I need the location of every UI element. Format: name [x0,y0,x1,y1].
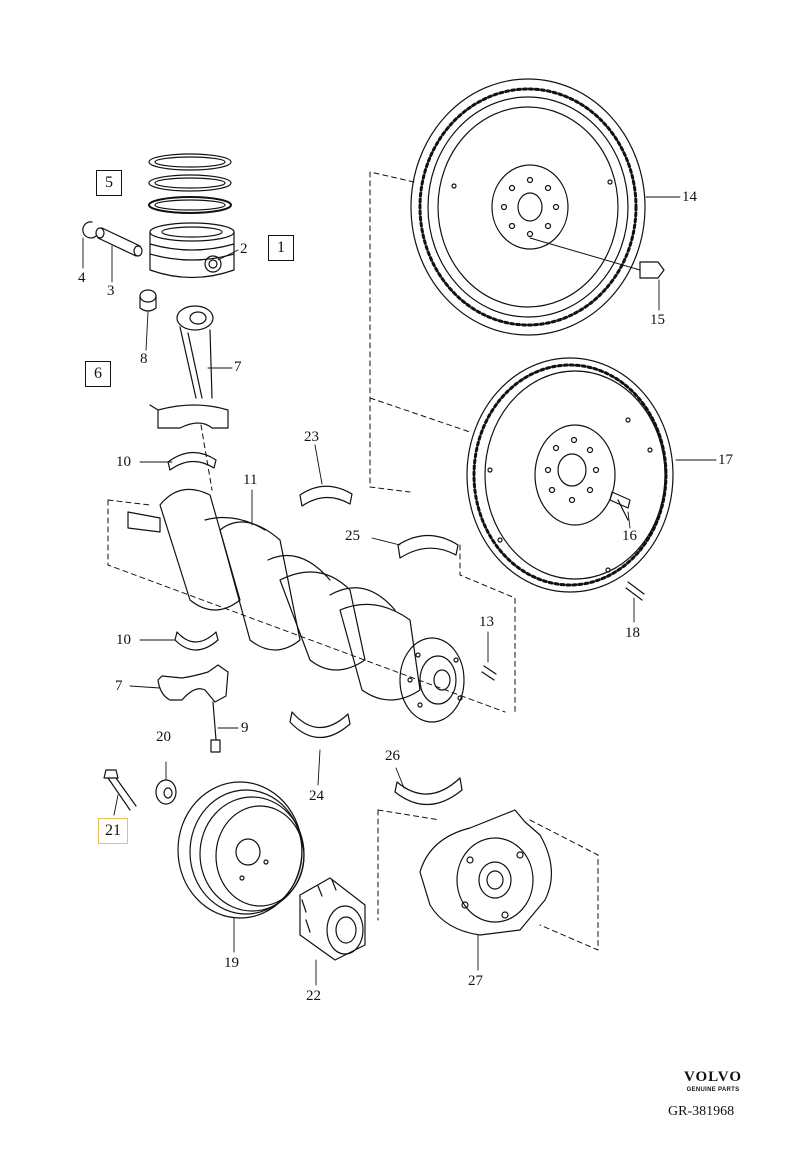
connecting-rod [150,306,228,428]
callout-14: 14 [682,189,697,205]
bearing-shell-24 [290,712,350,738]
diagram-reference-number: GR-381968 [668,1104,735,1119]
rod-bolt [211,702,220,752]
callout-24: 24 [309,788,324,804]
callout-26: 26 [385,748,400,764]
bearing-shell-26 [395,778,462,805]
callout-10-lower: 10 [116,632,131,648]
callout-9: 9 [241,720,249,736]
callout-27: 27 [468,973,483,989]
callout-7-upper: 7 [234,359,242,375]
dowel-pin-18 [626,582,644,600]
callout-7-lower: 7 [115,678,123,694]
bearing-shell-10-upper [168,452,216,470]
pulley-washer [156,780,176,804]
callout-20: 20 [156,729,171,745]
rod-cap [158,665,228,702]
callout-10-upper: 10 [116,454,131,470]
callout-15: 15 [650,312,665,328]
crank-pulley [178,782,304,918]
piston-pin [96,228,142,256]
bearing-shell-10-lower [175,632,218,650]
flywheel-dual-mass [411,79,645,335]
callout-21-highlighted[interactable]: 21 [98,818,128,844]
flywheel [467,358,673,592]
callout-2: 2 [240,241,248,257]
leader-lines [83,197,716,985]
callout-13: 13 [479,614,494,630]
callout-1: 1 [268,235,294,261]
volvo-logo-text: VOLVO [683,1069,743,1085]
callout-19: 19 [224,955,239,971]
bushing [140,290,156,311]
bearing-shell-23 [300,486,352,506]
callout-17: 17 [718,452,733,468]
piston [150,223,234,278]
oil-pump [420,810,551,935]
dowel-pin-13 [482,666,496,680]
bearing-shell-25 [398,536,458,559]
pulley-bolt [104,770,136,810]
crankshaft [128,489,464,722]
callout-16: 16 [622,528,637,544]
callout-11: 11 [243,472,258,488]
callout-22: 22 [306,988,321,1004]
callout-4: 4 [78,270,86,286]
circlip [83,222,96,238]
callout-6: 6 [85,361,111,387]
genuine-parts-text: GENUINE PARTS [686,1087,740,1093]
callout-5: 5 [96,170,122,196]
callout-23: 23 [304,429,319,445]
dashed-frame-lines [108,172,598,950]
callout-18: 18 [625,625,640,641]
crank-sprocket [300,878,365,960]
flywheel-bolt-16 [610,492,630,520]
flywheel-bolt-15 [530,238,664,278]
piston-rings [149,154,231,213]
callout-8: 8 [140,351,148,367]
callout-25: 25 [345,528,360,544]
callout-3: 3 [107,283,115,299]
